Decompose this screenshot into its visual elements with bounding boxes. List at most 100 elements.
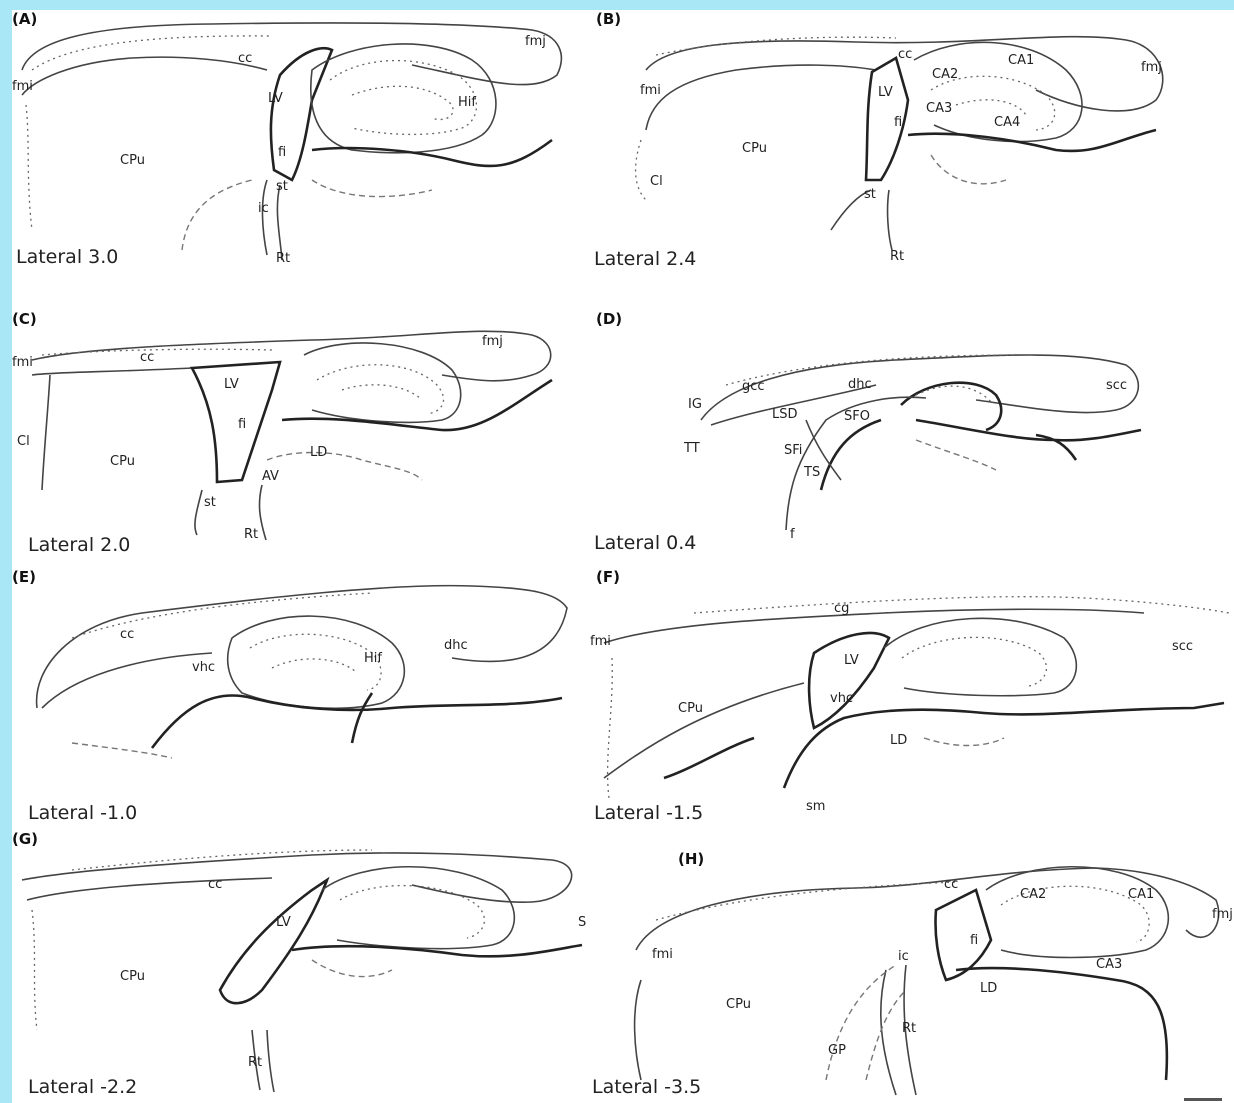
label-s: S: [578, 915, 586, 930]
label-rt: Rt: [244, 527, 258, 542]
label-cpu: CPu: [678, 701, 703, 716]
label-ca3: CA3: [926, 101, 952, 116]
label-fmi: fmi: [12, 79, 33, 94]
label-ca3: CA3: [1096, 957, 1122, 972]
panel-b-letter: (B): [596, 10, 621, 28]
label-fi: fi: [970, 933, 978, 948]
label-tt: TT: [683, 441, 700, 456]
label-gp: GP: [828, 1043, 846, 1058]
label-dhc: dhc: [848, 377, 872, 392]
label-fmj: fmj: [1141, 60, 1162, 75]
panel-a-caption: Lateral 3.0: [16, 246, 118, 268]
panel-c-caption: Lateral 2.0: [28, 534, 130, 556]
label-fmj: fmj: [525, 34, 546, 49]
label-cc: cc: [120, 627, 134, 642]
label-fmi: fmi: [640, 83, 661, 98]
label-fmi: fmi: [12, 355, 33, 370]
panel-a-letter: (A): [12, 10, 37, 28]
panel-e: cc vhc Hif dhc (E) Lateral -1.0: [12, 568, 582, 828]
label-scc: scc: [1106, 378, 1127, 393]
label-vhc: vhc: [830, 691, 853, 706]
label-st: st: [204, 495, 216, 510]
label-lv: LV: [224, 377, 239, 392]
panel-d-caption: Lateral 0.4: [594, 532, 696, 554]
panel-d-diagram: IG gcc dhc scc LSD SFO TT SFi TS f: [596, 310, 1176, 560]
label-cc: cc: [238, 51, 252, 66]
label-ts: TS: [803, 465, 820, 480]
scale-bar: [1184, 1098, 1222, 1101]
label-scc: scc: [1172, 639, 1193, 654]
panel-f-letter: (F): [596, 568, 620, 586]
label-rt: Rt: [276, 251, 290, 266]
label-ca1: CA1: [1008, 53, 1034, 68]
label-dhc: dhc: [444, 638, 468, 653]
panel-e-diagram: cc vhc Hif dhc: [12, 568, 582, 828]
label-cl: Cl: [17, 434, 30, 449]
label-vhc: vhc: [192, 660, 215, 675]
panel-h-letter: (H): [678, 850, 704, 868]
label-ic: ic: [898, 949, 909, 964]
label-rt: Rt: [902, 1021, 916, 1036]
panel-f: cg fmi LV scc CPu vhc LD sm (F) Lateral …: [584, 568, 1234, 833]
panel-h-caption: Lateral -3.5: [592, 1076, 701, 1098]
panel-b-diagram: cc CA1 CA2 fmj fmi LV CA3 CA4 CPu fi Cl …: [596, 10, 1196, 285]
panel-b: cc CA1 CA2 fmj fmi LV CA3 CA4 CPu fi Cl …: [596, 10, 1196, 285]
label-lv: LV: [268, 91, 283, 106]
label-cc: cc: [140, 350, 154, 365]
label-ca2: CA2: [1020, 887, 1046, 902]
panel-g-letter: (G): [12, 830, 38, 848]
label-hif: Hif: [458, 95, 476, 110]
panel-g: cc LV S CPu Rt (G) Lateral -2.2: [12, 830, 582, 1103]
label-rt: Rt: [248, 1055, 262, 1070]
label-ld: LD: [310, 445, 327, 460]
label-cpu: CPu: [120, 969, 145, 984]
panel-f-caption: Lateral -1.5: [594, 802, 703, 824]
label-fmj: fmj: [482, 334, 503, 349]
label-ic: ic: [258, 201, 269, 216]
label-lsd: LSD: [772, 407, 798, 422]
label-gcc: gcc: [742, 379, 765, 394]
label-lv: LV: [844, 653, 859, 668]
label-cl: Cl: [650, 174, 663, 189]
label-ca1: CA1: [1128, 887, 1154, 902]
panel-a-diagram: cc fmj fmi LV Hif CPu fi st ic Rt: [12, 10, 572, 275]
label-fmi: fmi: [590, 634, 611, 649]
label-cg: cg: [834, 601, 849, 616]
label-lv: LV: [878, 85, 893, 100]
label-st: st: [864, 187, 876, 202]
panel-c-letter: (C): [12, 310, 37, 328]
panel-d-letter: (D): [596, 310, 622, 328]
panel-c: fmi cc fmj LV fi CPu Cl LD AV st Rt (C) …: [12, 310, 582, 560]
panel-h-diagram: cc CA2 CA1 fmj fmi fi ic LD CA3 CPu GP R…: [596, 850, 1234, 1103]
label-ca4: CA4: [994, 115, 1020, 130]
label-ld: LD: [890, 733, 907, 748]
label-fmj: fmj: [1212, 907, 1233, 922]
label-cc: cc: [944, 877, 958, 892]
panel-d: IG gcc dhc scc LSD SFO TT SFi TS f (D) L…: [596, 310, 1176, 560]
panel-c-diagram: fmi cc fmj LV fi CPu Cl LD AV st Rt: [12, 310, 582, 560]
panel-e-caption: Lateral -1.0: [28, 802, 137, 824]
panel-h: cc CA2 CA1 fmj fmi fi ic LD CA3 CPu GP R…: [596, 850, 1234, 1103]
panel-f-diagram: cg fmi LV scc CPu vhc LD sm: [584, 568, 1234, 833]
label-cpu: CPu: [120, 153, 145, 168]
label-cpu: CPu: [110, 454, 135, 469]
label-ig: IG: [688, 397, 702, 412]
label-ca2: CA2: [932, 67, 958, 82]
figure: cc fmj fmi LV Hif CPu fi st ic Rt (A) La…: [12, 10, 1234, 1103]
label-av: AV: [262, 469, 279, 484]
label-fi: fi: [278, 145, 286, 160]
panel-g-caption: Lateral -2.2: [28, 1076, 137, 1098]
label-f: f: [790, 527, 795, 542]
label-cpu: CPu: [726, 997, 751, 1012]
label-fi: fi: [238, 417, 246, 432]
label-sm: sm: [806, 799, 825, 814]
label-hif: Hif: [364, 651, 382, 666]
label-fi: fi: [894, 115, 902, 130]
label-cc: cc: [898, 47, 912, 62]
label-cc: cc: [208, 877, 222, 892]
panel-b-caption: Lateral 2.4: [594, 248, 696, 270]
panel-g-diagram: cc LV S CPu Rt: [12, 830, 582, 1103]
label-st: st: [276, 179, 288, 194]
panel-e-letter: (E): [12, 568, 36, 586]
panel-a: cc fmj fmi LV Hif CPu fi st ic Rt (A) La…: [12, 10, 572, 275]
